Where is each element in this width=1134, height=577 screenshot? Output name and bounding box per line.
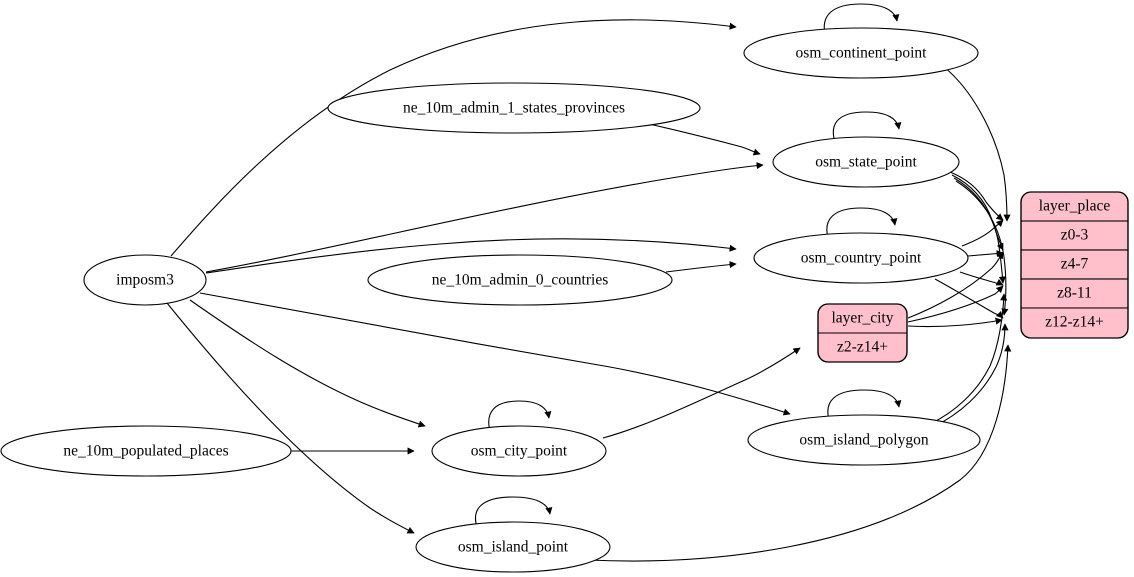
node-layer_city[interactable]: layer_city z2-z14+ (817, 303, 908, 363)
node-osm_city_point[interactable]: osm_city_point (431, 425, 607, 477)
node-label: osm_city_point (471, 443, 568, 460)
node-label: osm_state_point (815, 154, 917, 171)
node-osm_island_polygon[interactable]: osm_island_polygon (747, 414, 981, 466)
edge-layer_city-to-layer_place-z8-11 (907, 285, 1004, 323)
node-ne_10m_admin_1_states_provinces[interactable]: ne_10m_admin_1_states_provinces (327, 82, 701, 134)
layer_place-outline (1020, 191, 1129, 339)
edge-self-osm_city_point (488, 400, 552, 432)
node-imposm3[interactable]: imposm3 (83, 254, 207, 306)
node-ne_10m_admin_0_countries[interactable]: ne_10m_admin_0_countries (367, 254, 673, 306)
node-osm_continent_point[interactable]: osm_continent_point (743, 27, 979, 79)
edge-osm_continent_point-to-layer_place-z0-3 (943, 66, 1011, 222)
node-osm_island_point[interactable]: osm_island_point (415, 521, 611, 573)
layer_city-row-z2-z14-label: z2-z14+ (837, 339, 888, 356)
edge-osm_island_polygon-to-layer_place-z12-z14 (932, 323, 1009, 428)
edge-self-osm_continent_point (823, 3, 900, 35)
edge-self-osm_island_point (475, 496, 553, 528)
edge-layer_city-to-layer_place-z12-z14 (907, 317, 1003, 328)
node-label: imposm3 (116, 272, 174, 289)
node-osm_country_point[interactable]: osm_country_point (753, 232, 969, 284)
edge-self-osm_island_polygon (827, 389, 902, 421)
edge-osm_country_point-to-layer_place-z12-z14 (934, 278, 1004, 319)
node-layer_place[interactable]: layer_place z0-3 z4-7 z8-11 z12-z14+ (1020, 191, 1129, 339)
edge-imposm3-to-osm_country_point (205, 238, 737, 274)
node-label: osm_country_point (801, 250, 922, 267)
edge-self-osm_country_point (826, 207, 898, 239)
edge-osm_city_point-to-layer_city-z2-z14 (602, 347, 801, 439)
edge-ne_countries-to-osm_country_point (665, 261, 737, 273)
node-osm_state_point[interactable]: osm_state_point (772, 136, 960, 188)
layer_city-outline (817, 303, 908, 363)
layer_place-row-z0-3-label: z0-3 (1061, 227, 1089, 244)
edge-ne_states-to-osm_state_point (648, 123, 761, 156)
layer_place-row-z8-11-label: z8-11 (1057, 285, 1092, 302)
edge-osm_country_point-to-layer_place-z4-7 (967, 249, 1004, 258)
edge-imposm3-to-osm_continent_point (170, 19, 737, 257)
node-label: osm_island_polygon (799, 432, 928, 449)
layer_place-row-z12-z14-label: z12-z14+ (1045, 314, 1104, 331)
node-label: osm_continent_point (796, 45, 928, 62)
layer_city-title-label: layer_city (832, 310, 894, 327)
node-ne_10m_populated_places[interactable]: ne_10m_populated_places (0, 425, 292, 477)
node-label: osm_island_point (458, 539, 569, 556)
edge-osm_country_point-to-layer_place-z8-11 (959, 271, 1004, 286)
edge-imposm3-to-osm_city_point (189, 299, 426, 428)
node-label: ne_10m_admin_0_countries (432, 272, 609, 289)
edge-osm_country_point-to-layer_place-z0-3 (961, 219, 1004, 247)
edge-imposm3-to-osm_island_polygon (199, 292, 791, 416)
edge-osm_state_point-to-layer_place-z8-11 (953, 177, 1006, 284)
layer_place-row-z0-3[interactable] (1020, 220, 1129, 251)
node-label: ne_10m_admin_1_states_provinces (403, 100, 625, 117)
edge-self-osm_state_point (832, 111, 902, 143)
edge-osm_state_point-to-layer_place-z0-3 (949, 171, 1004, 221)
layer_place-row-z8-11[interactable] (1020, 278, 1129, 309)
edge-imposm3-to-osm_island_point (166, 302, 415, 534)
edge-osm_island_point-to-layer_place-z12-z14 (587, 344, 1012, 562)
edge-layer_city-to-layer_place-z4-7 (907, 251, 1004, 319)
layer_place-row-z4-7-label: z4-7 (1061, 256, 1089, 273)
edge-osm_island_polygon-to-layer_place-z8-11 (929, 293, 1008, 425)
edge-imposm3-to-osm_state_point (205, 161, 764, 273)
layer_place-title-label: layer_place (1039, 198, 1111, 215)
node-label: ne_10m_populated_places (63, 443, 228, 460)
